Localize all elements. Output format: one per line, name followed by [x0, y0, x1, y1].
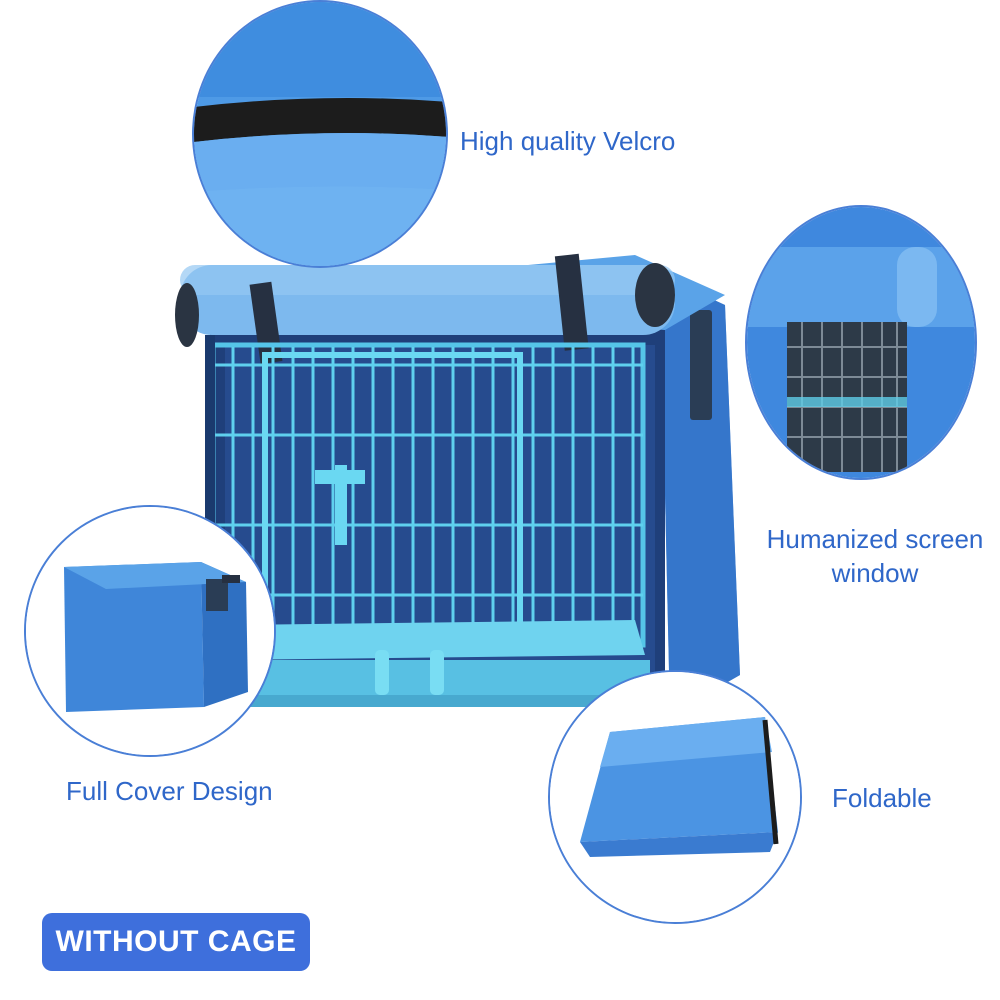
- foldable-label: Foldable: [832, 783, 932, 813]
- full-cover-label: Full Cover Design: [66, 776, 273, 806]
- cage-cover-product: [165, 235, 755, 735]
- screen-window-label-line2: window: [831, 558, 919, 588]
- velcro-label: High quality Velcro: [460, 126, 676, 156]
- foldable-closeup: [548, 670, 802, 924]
- screen-window-closeup: [745, 205, 977, 480]
- screen-window-label: Humanized screen window: [760, 522, 990, 590]
- velcro-closeup: [192, 0, 448, 268]
- full-cover-closeup: [24, 505, 276, 757]
- screen-window-label-line1: Humanized screen: [766, 524, 984, 554]
- without-cage-badge: WITHOUT CAGE: [42, 913, 310, 971]
